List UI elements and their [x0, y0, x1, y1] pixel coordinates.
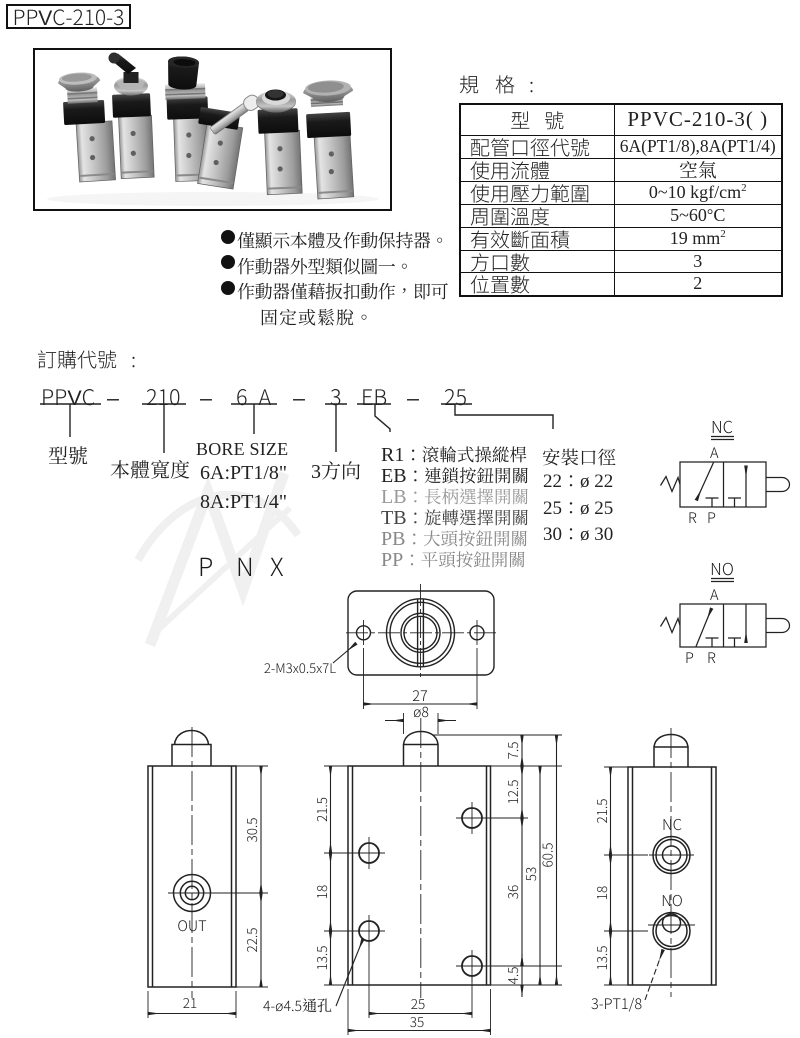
svg-text:30.5: 30.5: [241, 817, 261, 842]
svg-text:7.5: 7.5: [502, 742, 522, 760]
svg-text:4.5: 4.5: [502, 967, 522, 985]
svg-text:35: 35: [410, 1011, 424, 1031]
svg-text:27: 27: [412, 685, 428, 706]
svg-text:12.5: 12.5: [502, 779, 522, 804]
svg-text:21: 21: [183, 992, 197, 1012]
svg-text:A: A: [710, 442, 719, 463]
svg-text:P: P: [707, 507, 716, 528]
svg-text:ø8: ø8: [413, 702, 429, 722]
svg-text:N: N: [236, 548, 256, 584]
svg-text:21.5: 21.5: [311, 797, 331, 822]
svg-text:4-ø4.5通孔: 4-ø4.5通孔: [263, 995, 332, 1016]
svg-text:NC: NC: [662, 814, 682, 835]
svg-text:36: 36: [502, 885, 522, 899]
svg-text:60.5: 60.5: [537, 842, 557, 867]
svg-text:P: P: [685, 647, 694, 668]
svg-text:13.5: 13.5: [591, 945, 611, 970]
svg-text:25: 25: [411, 993, 425, 1013]
svg-text:P: P: [198, 548, 215, 584]
svg-text:X: X: [270, 548, 286, 584]
svg-text:53: 53: [520, 867, 540, 881]
svg-text:21.5: 21.5: [591, 798, 611, 823]
svg-text:A: A: [710, 584, 719, 605]
svg-text:R: R: [707, 647, 716, 668]
svg-text:22.5: 22.5: [241, 927, 261, 952]
svg-text:NO: NO: [710, 556, 734, 580]
svg-text:18: 18: [591, 886, 611, 900]
svg-text:3-PT1/8: 3-PT1/8: [591, 993, 642, 1014]
svg-text:OUT: OUT: [177, 915, 206, 936]
svg-text:NO: NO: [661, 890, 683, 911]
svg-text:2-M3x0.5x7L: 2-M3x0.5x7L: [264, 658, 336, 677]
svg-text:R: R: [688, 507, 697, 528]
svg-text:NC: NC: [711, 414, 733, 438]
svg-text:18: 18: [311, 885, 331, 899]
svg-text:13.5: 13.5: [311, 945, 331, 970]
